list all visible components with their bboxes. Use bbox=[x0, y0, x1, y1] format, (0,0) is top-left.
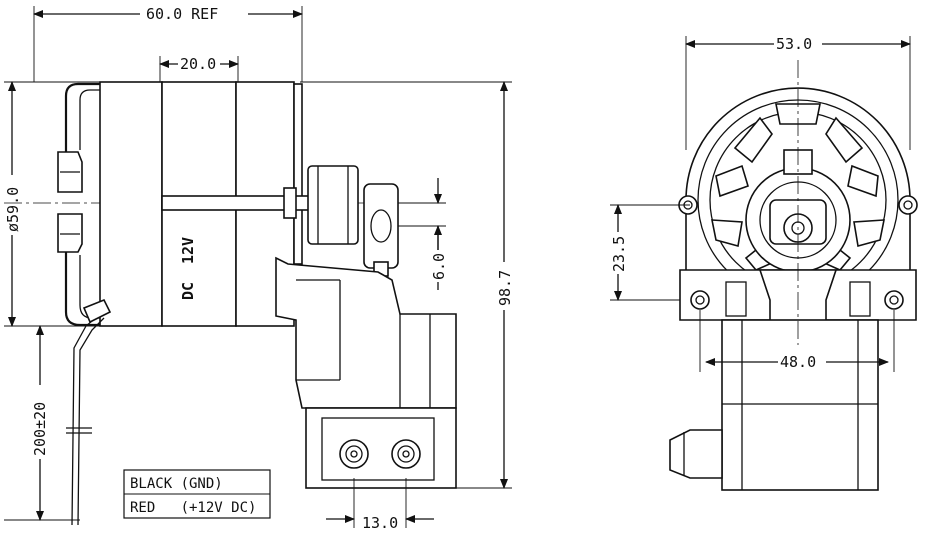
dim-motor-gap: 20.0 bbox=[180, 55, 216, 73]
motor-label-type: DC bbox=[179, 282, 197, 300]
front-view: 53.0 23.5 bbox=[610, 34, 918, 491]
dim-overall-height: 98.7 bbox=[496, 270, 514, 306]
dim-overall-length: 60.0 REF bbox=[146, 5, 218, 23]
legend-black-wire: BLACK (GND) bbox=[130, 476, 223, 492]
dim-front-width: 53.0 bbox=[776, 35, 812, 53]
dim-shaft-offset: 6.0 bbox=[430, 253, 448, 280]
side-view: 60.0 REF 20.0 ø59.0 200±20 bbox=[4, 4, 514, 532]
port-right-outer bbox=[391, 439, 421, 469]
dim-front-offset: 23.5 bbox=[610, 236, 628, 272]
dim-port-spacing: 13.0 bbox=[362, 514, 398, 532]
port-left-outer bbox=[339, 439, 369, 469]
dim-mount-spacing: 48.0 bbox=[780, 353, 816, 371]
dim-motor-diameter: ø59.0 bbox=[4, 187, 22, 232]
wire-legend: BLACK (GND) RED (+12V DC) bbox=[123, 469, 271, 519]
motor-label-voltage: 12V bbox=[179, 237, 197, 264]
dim-lead-length: 200±20 bbox=[31, 402, 49, 456]
legend-red-wire: RED (+12V DC) bbox=[130, 500, 256, 516]
